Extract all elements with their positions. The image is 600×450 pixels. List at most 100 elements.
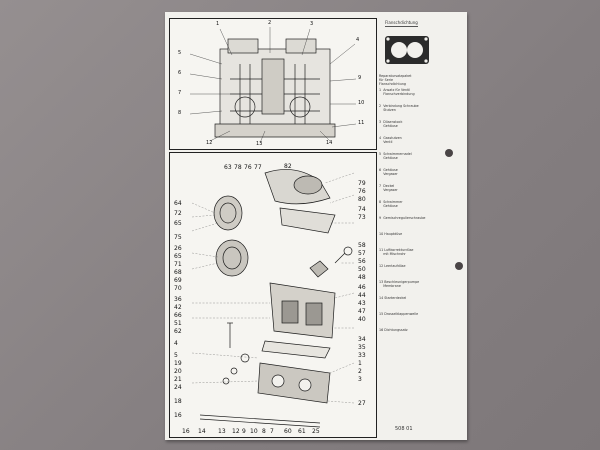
cross-section-panel: 1 2 3 4 5 6 7 8 9 10 11 12 13 14: [169, 18, 377, 150]
exploded-view-sheet: 1 2 3 4 5 6 7 8 9 10 11 12 13 14 Flansch…: [165, 12, 467, 440]
part-number: 78: [234, 164, 242, 171]
exploded-view-panel: 64 72 65 75 26 65 71 68 69 70 36 42 66 5…: [169, 152, 377, 438]
part-number: 1: [358, 360, 362, 367]
parts-legend: Reparatursatzpaket für Serie Flanschdich…: [379, 74, 463, 414]
part-number: 12: [232, 428, 240, 435]
legend-item: 8 Schwimmer Gehäuse: [379, 200, 403, 208]
part-number: 5: [174, 352, 178, 359]
part-number: 65: [174, 253, 182, 260]
part-number: 76: [244, 164, 252, 171]
gasket-title: Flanschdichtung: [385, 20, 418, 27]
callout-number: 10: [358, 100, 365, 106]
callout-number: 11: [358, 120, 365, 126]
part-number: 9: [242, 428, 246, 435]
part-number: 47: [358, 308, 366, 315]
part-number: 13: [218, 428, 226, 435]
callout-number: 12: [206, 140, 213, 146]
part-number: 25: [312, 428, 320, 435]
legend-item: 1 Ansatz für Ventil Flanschverbindung: [379, 88, 415, 96]
part-number: 20: [174, 368, 182, 375]
legend-item: 16 Dichtungssatz: [379, 328, 408, 332]
part-number: 63: [224, 164, 232, 171]
part-number: 46: [358, 284, 366, 291]
part-number: 40: [358, 316, 366, 323]
part-number: 77: [254, 164, 262, 171]
legend-item: 13 Beschleunigerpumpe Membrane: [379, 280, 420, 288]
callout-number: 14: [326, 140, 333, 146]
part-number: 16: [182, 428, 190, 435]
part-number: 19: [174, 360, 182, 367]
callout-number: 8: [178, 110, 182, 116]
part-number: 44: [358, 292, 366, 299]
callout-number: 1: [216, 21, 220, 27]
part-number: 18: [174, 398, 182, 405]
part-number: 74: [358, 206, 366, 213]
legend-item: 7 Deckel Vergaser: [379, 184, 398, 192]
part-number: 70: [174, 285, 182, 292]
cross-section-drawing: [189, 27, 357, 144]
part-number: 69: [174, 277, 182, 284]
part-number: 7: [270, 428, 274, 435]
sheet-code: 508 01: [395, 426, 413, 432]
part-number: 60: [284, 428, 292, 435]
part-number: 10: [250, 428, 258, 435]
callout-number: 7: [178, 90, 182, 96]
part-number: 8: [262, 428, 266, 435]
legend-item: 14 Starterdeckel: [379, 296, 407, 300]
part-number: 48: [358, 274, 366, 281]
legend-item: 11 Luftkorrekturdüse mit Mischrohr: [379, 248, 414, 256]
part-number: 3: [358, 376, 362, 383]
punch-hole: [455, 262, 463, 270]
part-number: 58: [358, 242, 366, 249]
part-number: 4: [174, 340, 178, 347]
legend-item: 2 Verbindung Schraube Stutzen: [379, 104, 419, 112]
part-number: 64: [174, 200, 182, 207]
legend-item: 5 Schwimmernadel Gehäuse: [379, 152, 412, 160]
part-number: 36: [174, 296, 182, 303]
part-number: 16: [174, 412, 182, 419]
part-number: 14: [198, 428, 206, 435]
callout-number: 2: [268, 20, 272, 26]
punch-hole: [445, 149, 453, 157]
part-number: 51: [174, 320, 182, 327]
part-number: 2: [358, 368, 362, 375]
legend-item: 10 Hauptdüse: [379, 232, 403, 236]
part-number: 57: [358, 250, 366, 257]
part-number: 62: [174, 328, 182, 335]
part-number: 21: [174, 376, 182, 383]
part-number: 82: [284, 163, 292, 170]
part-number: 65: [174, 220, 182, 227]
part-number: 33: [358, 352, 366, 359]
part-number: 80: [358, 196, 366, 203]
part-number: 61: [298, 428, 306, 435]
part-number: 26: [174, 245, 182, 252]
part-number: 35: [358, 344, 366, 351]
part-number: 27: [358, 400, 366, 407]
part-number: 72: [174, 210, 182, 217]
callout-number: 6: [178, 70, 182, 76]
legend-item: 12 Leerlaufdüse: [379, 264, 406, 268]
legend-item: 9 Gemischregulierschraube: [379, 216, 426, 220]
legend-item: 6 Gehäuse Vergaser: [379, 168, 398, 176]
exploded-view-drawing: [191, 169, 355, 428]
part-number: 75: [174, 234, 182, 241]
legend-item: Reparatursatzpaket für Serie Flanschdich…: [379, 74, 412, 86]
part-number: 43: [358, 300, 366, 307]
legend-item: 15 Drosselklappenwelle: [379, 312, 419, 316]
part-number: 50: [358, 266, 366, 273]
part-number: 76: [358, 188, 366, 195]
callout-number: 9: [358, 75, 362, 81]
part-number: 56: [358, 258, 366, 265]
part-number: 71: [174, 261, 182, 268]
gasket-drawing: [385, 36, 429, 64]
part-number: 73: [358, 214, 366, 221]
part-number: 24: [174, 384, 182, 391]
legend-item: 3 Düsenstock Gehäuse: [379, 120, 403, 128]
callout-number: 5: [178, 50, 182, 56]
part-number: 68: [174, 269, 182, 276]
part-number: 42: [174, 304, 182, 311]
callout-number: 4: [356, 37, 360, 43]
part-number: 79: [358, 180, 366, 187]
part-number: 66: [174, 312, 182, 319]
part-number: 34: [358, 336, 366, 343]
